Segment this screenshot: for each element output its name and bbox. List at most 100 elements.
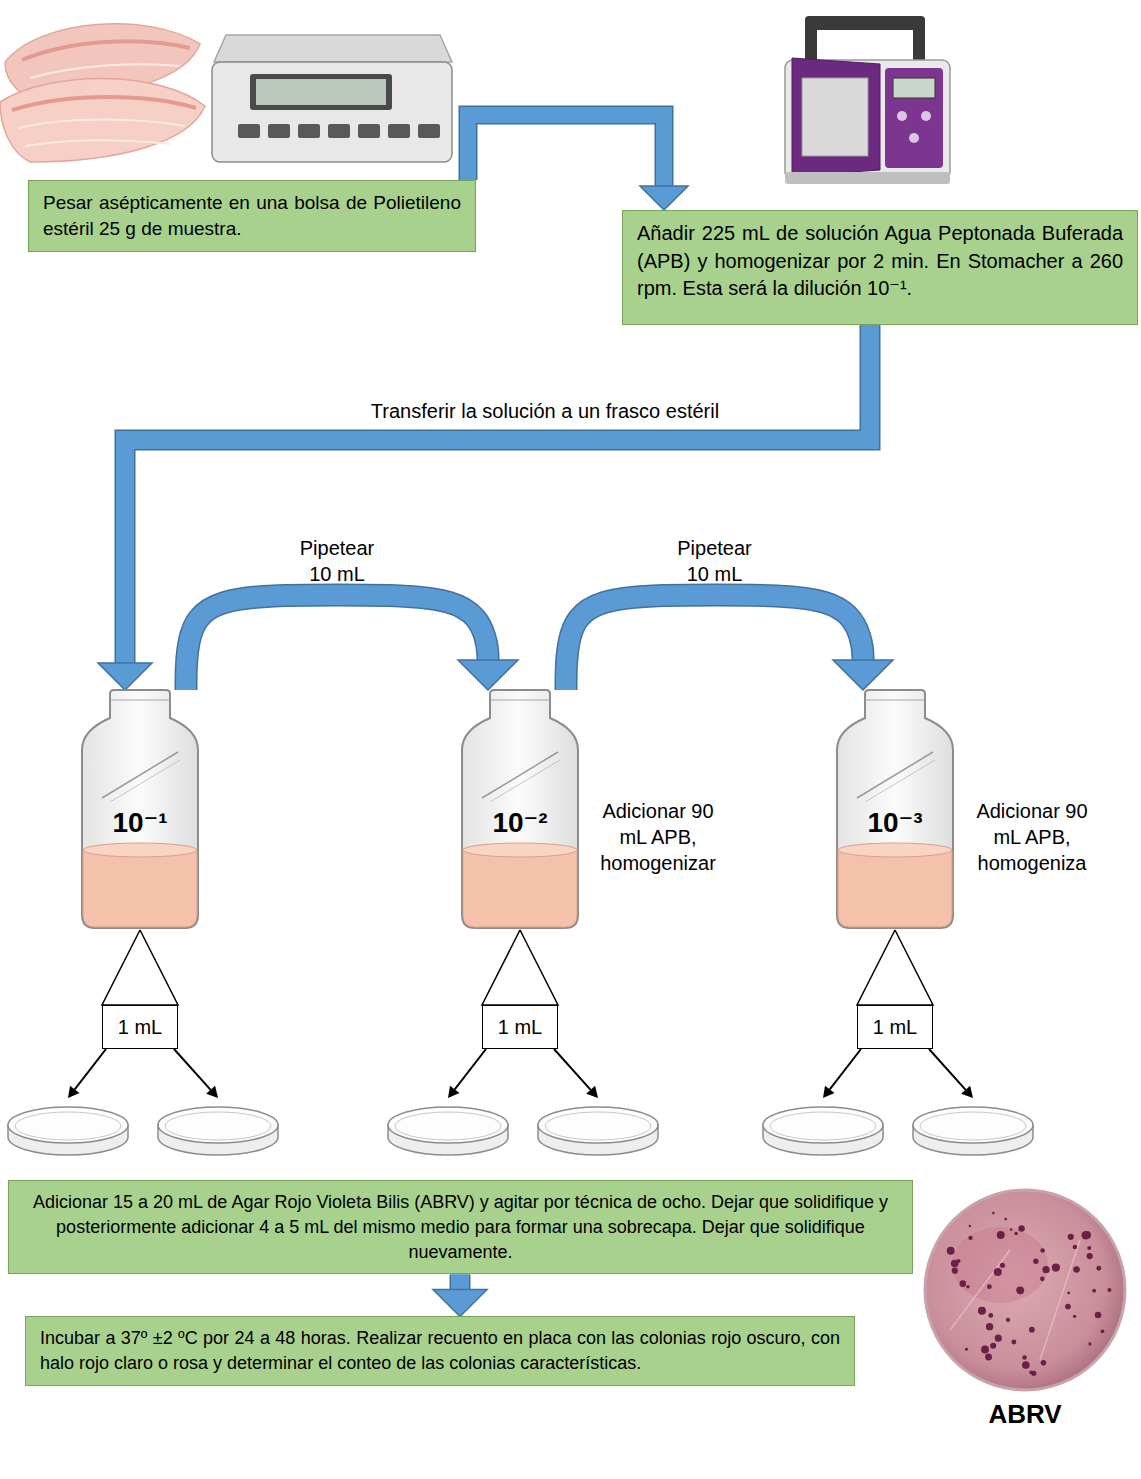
arrow-head	[640, 186, 688, 210]
edge-label: Transferir la solución a un frasco estér…	[285, 398, 805, 424]
stomacher-display	[893, 78, 935, 98]
scale-plate	[214, 35, 452, 62]
pour-line	[554, 1049, 591, 1090]
pour-arrowhead	[448, 1086, 459, 1098]
glass-highlight	[865, 760, 935, 802]
volume-box: 1 mL	[102, 1005, 178, 1049]
arrow-outline	[566, 595, 863, 690]
volume-box: 1 mL	[857, 1005, 933, 1049]
scale-body	[212, 62, 452, 162]
fillet-stripe	[30, 64, 180, 78]
fish-fillet-photo	[0, 24, 205, 162]
colony-dot	[988, 1313, 993, 1318]
volume-box: 1 mL	[482, 1005, 558, 1049]
stomacher-window	[802, 78, 868, 156]
colony-dot	[1068, 1234, 1074, 1240]
process-box: Pesar asépticamente en una bolsa de Poli…	[28, 180, 476, 252]
process-box: Añadir 225 mL de solución Agua Peptonada…	[622, 210, 1138, 325]
scale-photo	[212, 35, 452, 162]
flow-arrow	[566, 595, 893, 690]
agar-plate	[925, 1190, 1125, 1390]
petri-lid	[763, 1107, 883, 1143]
scale-button	[328, 124, 350, 138]
colony-dot	[985, 1354, 992, 1361]
colony-dot	[1092, 1289, 1096, 1293]
pour-arrowhead	[68, 1086, 79, 1098]
colony-dot	[968, 1236, 972, 1240]
colony-dot	[1095, 1312, 1102, 1319]
stomacher-button	[921, 111, 931, 121]
colony-dot	[1006, 1318, 1010, 1322]
arrow-head	[458, 660, 518, 690]
colony-dot	[992, 1212, 995, 1215]
stomacher-door	[792, 58, 880, 176]
scale-button	[298, 124, 320, 138]
colony-dot	[1088, 1342, 1091, 1345]
pour-line	[830, 1049, 861, 1089]
colony-dot	[952, 1268, 958, 1274]
glass-highlight	[102, 752, 178, 798]
stomacher-panel	[885, 68, 943, 168]
scale-button	[358, 124, 380, 138]
edge-label: Pipetear 10 mL	[289, 535, 385, 587]
stomacher-button	[897, 111, 907, 121]
pour-line	[455, 1049, 486, 1089]
colony-dot	[1081, 1231, 1089, 1239]
colony-dot	[1073, 1315, 1076, 1318]
connector-triangle	[857, 930, 933, 1005]
process-box: Incubar a 37º ±2 ºC por 24 a 48 horas. R…	[25, 1316, 855, 1386]
colony-dot	[987, 1284, 992, 1289]
scale-button	[268, 124, 290, 138]
petri-rim	[395, 1112, 501, 1140]
dilution-bottle: 10⁻¹	[80, 690, 200, 930]
colony-dot	[1101, 1329, 1105, 1333]
fillet-stripe	[25, 141, 170, 147]
pour-line	[75, 1049, 106, 1089]
colony-dot	[1010, 1228, 1013, 1231]
fillet-stripe	[12, 97, 196, 110]
flow-arrow	[468, 115, 688, 210]
colony-dot	[1073, 1266, 1080, 1273]
glass-highlight	[857, 752, 933, 798]
colony-dot	[966, 1285, 970, 1289]
arrow-outline	[186, 595, 488, 690]
colony-dot	[1016, 1286, 1024, 1294]
colony-dot	[1000, 1263, 1005, 1268]
glass-highlight	[482, 752, 558, 798]
colony-dot	[969, 1225, 972, 1228]
colony-dot	[981, 1346, 989, 1354]
connector-line	[102, 930, 178, 1005]
colony-dot	[956, 1259, 960, 1263]
flow-arrow	[433, 1274, 487, 1316]
arrow-body	[468, 115, 664, 187]
colony-dot	[997, 1231, 1005, 1239]
colony-dot	[1029, 1371, 1033, 1375]
scale-display	[256, 79, 386, 105]
dilution-label: 10⁻²	[460, 806, 580, 840]
colony-dot	[1014, 1232, 1018, 1236]
edge-label: Pipetear 10 mL	[667, 535, 763, 587]
colony-dot	[1067, 1291, 1070, 1294]
glass-highlight	[490, 760, 560, 802]
box-text: 1 mL	[487, 1014, 553, 1040]
pour-line	[929, 1049, 966, 1090]
bottle-liquid	[838, 850, 952, 927]
colony-dot	[1073, 1245, 1078, 1250]
colony-dot	[1096, 1266, 1101, 1271]
stomacher-base	[785, 172, 950, 184]
colony-dot	[990, 1343, 996, 1349]
colony-dot	[1041, 1360, 1047, 1366]
petri-rim	[545, 1112, 651, 1140]
scale-display-frame	[250, 74, 392, 110]
connector-line	[482, 930, 558, 1005]
pour-arrowhead	[823, 1086, 834, 1098]
petri-dish-group	[8, 1049, 1033, 1155]
dilution-label: 10⁻³	[835, 806, 955, 840]
petri-lid	[388, 1107, 508, 1143]
colony-dot	[1042, 1266, 1049, 1273]
colony-dot	[1018, 1225, 1025, 1232]
fillet	[0, 78, 205, 162]
note-text: Adicionar 90 mL APB, homogeniza	[962, 798, 1102, 876]
petri-rim	[15, 1112, 121, 1140]
dilution-bottle: 10⁻³	[835, 690, 955, 930]
